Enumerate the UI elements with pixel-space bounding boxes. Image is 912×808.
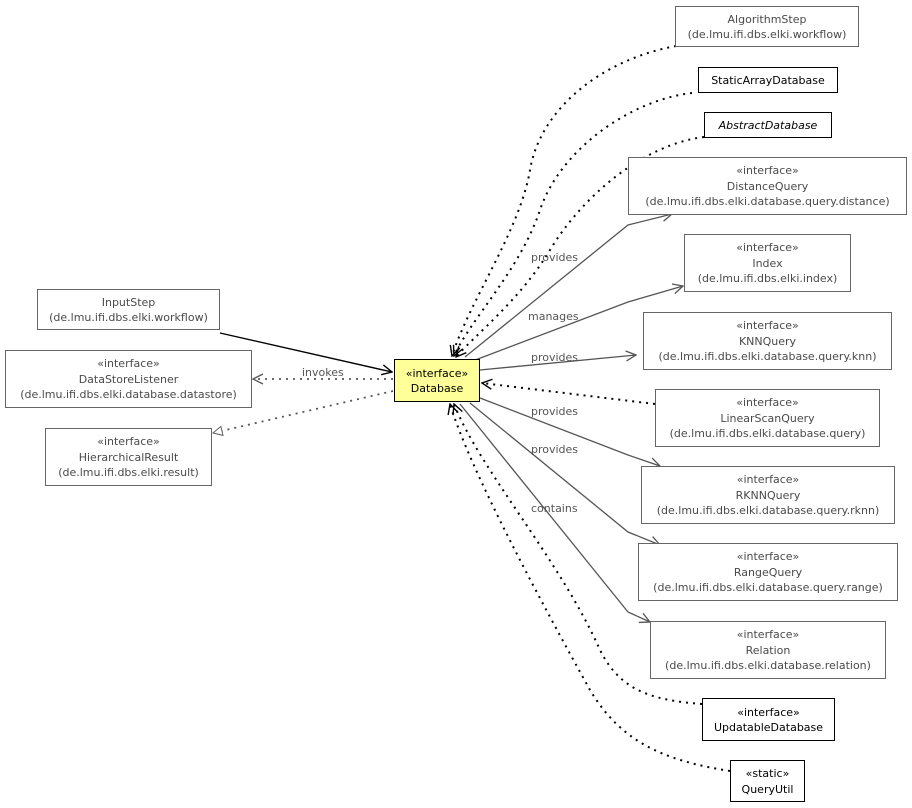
- knnquery-node[interactable]: «interface» KNNQuery (de.lmu.ifi.dbs.elk…: [643, 312, 892, 370]
- linearscanquery-stereotype: «interface»: [736, 396, 799, 410]
- relation-name: Relation: [745, 643, 791, 657]
- distancequery-name: DistanceQuery: [726, 179, 809, 193]
- rangequery-name: RangeQuery: [733, 565, 803, 579]
- knnquery-name: KNNQuery: [738, 334, 797, 348]
- inputstep-package: (de.lmu.ifi.dbs.elki.workflow): [49, 311, 208, 324]
- edge-updatabledatabase-database: [454, 404, 703, 705]
- linearscanquery-package: (de.lmu.ifi.dbs.elki.database.query): [669, 427, 866, 441]
- datastorelistener-stereotype: «interface»: [97, 357, 160, 371]
- hierarchicalresult-name: HierarchicalResult: [78, 450, 179, 464]
- rangequery-stereotype: «interface»: [736, 550, 800, 564]
- staticarraydatabase-name: StaticArrayDatabase: [711, 73, 825, 87]
- edge-database-distancequery: [464, 214, 672, 358]
- rknnquery-name: RKNNQuery: [735, 488, 801, 502]
- knnquery-package: (de.lmu.ifi.dbs.elki.database.query.knn): [658, 350, 877, 364]
- edge-label-invokes-listener: invokes: [302, 366, 344, 379]
- rknnquery-package: (de.lmu.ifi.dbs.elki.database.query.rknn…: [656, 504, 880, 518]
- hierarchicalresult-node[interactable]: «interface» HierarchicalResult (de.lmu.i…: [45, 428, 212, 486]
- rangequery-package: (de.lmu.ifi.dbs.elki.database.query.rang…: [653, 581, 883, 595]
- algorithmstep-package: (de.lmu.ifi.dbs.elki.workflow): [687, 28, 847, 41]
- inputstep-node[interactable]: InputStep (de.lmu.ifi.dbs.elki.workflow): [37, 289, 220, 330]
- rangequery-node[interactable]: «interface» RangeQuery (de.lmu.ifi.dbs.e…: [638, 543, 898, 601]
- queryutil-node[interactable]: «static» QueryUtil: [730, 760, 805, 802]
- updatabledatabase-stereotype: «interface»: [737, 705, 800, 719]
- index-stereotype: «interface»: [736, 241, 799, 255]
- linearscanquery-node[interactable]: «interface» LinearScanQuery (de.lmu.ifi.…: [655, 389, 880, 447]
- edge-inputstep-database: [219, 332, 392, 372]
- datastorelistener-node[interactable]: «interface» DataStoreListener (de.lmu.if…: [5, 350, 252, 408]
- edge-database-relation: [459, 403, 650, 622]
- rknnquery-node[interactable]: «interface» RKNNQuery (de.lmu.ifi.dbs.el…: [641, 466, 895, 524]
- algorithmstep-name: AlgorithmStep: [727, 12, 807, 26]
- distancequery-node[interactable]: «interface» DistanceQuery (de.lmu.ifi.db…: [628, 157, 907, 215]
- queryutil-stereotype: «static»: [745, 767, 790, 780]
- edge-label-manages-index: manages: [528, 310, 579, 323]
- datastorelistener-name: DataStoreListener: [78, 372, 179, 386]
- edge-database-rknnquery: [479, 397, 660, 466]
- edge-label-provides-knn: provides: [531, 351, 578, 364]
- edge-database-rangequery: [469, 402, 660, 545]
- abstractdatabase-name: AbstractDatabase: [718, 118, 818, 132]
- edge-database-index: [469, 286, 683, 363]
- index-package: (de.lmu.ifi.dbs.elki.index): [697, 272, 838, 286]
- linearscanquery-name: LinearScanQuery: [720, 411, 815, 425]
- abstractdatabase-node[interactable]: AbstractDatabase: [704, 112, 832, 138]
- edge-label-provides-distance: provides: [531, 251, 578, 264]
- edge-database-hierarchicalresult: [213, 390, 394, 433]
- index-name: Index: [752, 256, 783, 270]
- edge-label-provides-rknn: provides: [531, 405, 578, 418]
- edge-algorithmstep-database: [452, 45, 677, 356]
- updatabledatabase-node[interactable]: «interface» UpdatableDatabase: [702, 698, 835, 741]
- edge-linearscanquery-database: [482, 383, 656, 405]
- queryutil-name: QueryUtil: [741, 782, 794, 796]
- edge-label-contains-relation: contains: [531, 502, 578, 515]
- edge-queryutil-database: [450, 404, 731, 772]
- database-stereotype: «interface»: [405, 366, 469, 380]
- hierarchicalresult-package: (de.lmu.ifi.dbs.elki.result): [58, 466, 199, 480]
- distancequery-stereotype: «interface»: [736, 164, 799, 178]
- datastorelistener-package: (de.lmu.ifi.dbs.elki.database.datastore): [20, 388, 237, 402]
- database-name: Database: [410, 382, 464, 395]
- algorithmstep-node[interactable]: AlgorithmStep (de.lmu.ifi.dbs.elki.workf…: [675, 6, 859, 47]
- updatabledatabase-name: UpdatableDatabase: [713, 721, 824, 734]
- distancequery-package: (de.lmu.ifi.dbs.elki.database.query.dist…: [645, 195, 890, 209]
- relation-package: (de.lmu.ifi.dbs.elki.database.relation): [665, 659, 871, 673]
- database-node[interactable]: «interface» Database: [394, 359, 480, 402]
- staticarraydatabase-node[interactable]: StaticArrayDatabase: [698, 67, 838, 93]
- relation-stereotype: «interface»: [736, 628, 800, 642]
- knnquery-stereotype: «interface»: [736, 319, 799, 333]
- edge-label-provides-range: provides: [531, 443, 578, 456]
- inputstep-name: InputStep: [101, 295, 156, 309]
- edge-abstractdatabase-database: [456, 136, 705, 357]
- index-node[interactable]: «interface» Index (de.lmu.ifi.dbs.elki.i…: [684, 234, 851, 292]
- hierarchicalresult-stereotype: «interface»: [97, 435, 160, 449]
- edge-database-knnquery: [479, 355, 636, 371]
- relation-node[interactable]: «interface» Relation (de.lmu.ifi.dbs.elk…: [650, 621, 886, 679]
- rknnquery-stereotype: «interface»: [736, 473, 800, 487]
